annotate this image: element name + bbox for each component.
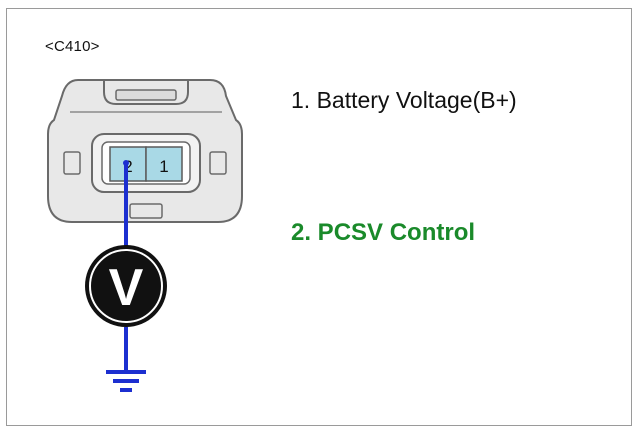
voltmeter-icon: V [85,245,167,327]
pin-terminals: 2 1 [109,146,183,182]
pin-1-terminal [145,146,183,182]
pin-1-description: 1. Battery Voltage(B+) [291,87,517,113]
pin-2-description: 2. PCSV Control [291,219,476,246]
pin-1-number: 1 [159,157,168,176]
voltmeter-symbol: V [109,259,144,317]
ground-icon [106,370,146,392]
probe-contact-dot [123,160,129,166]
connector-id-label: <C410> [45,38,100,55]
